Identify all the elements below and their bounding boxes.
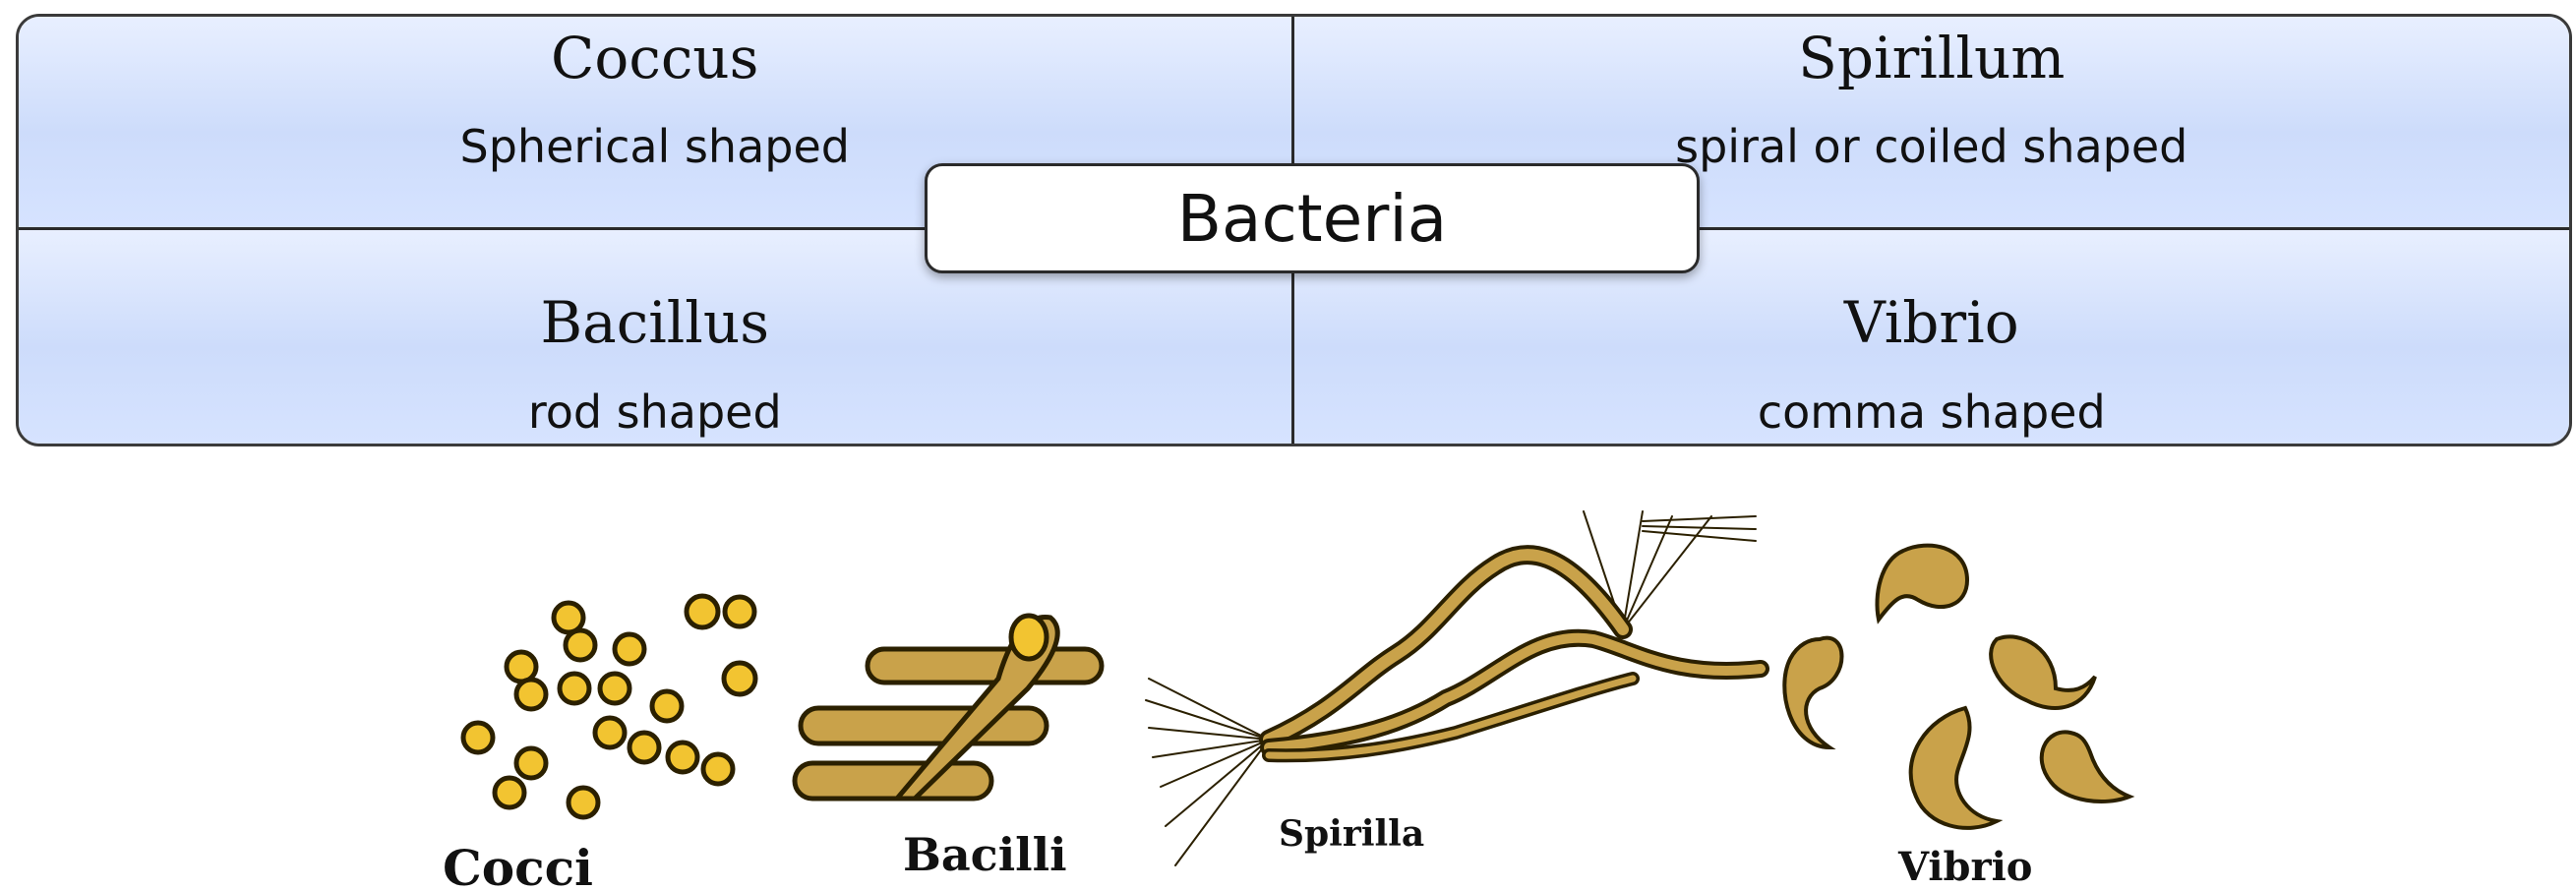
bacilli-illustration bbox=[795, 616, 1102, 799]
spirilla-label: Spirilla bbox=[1279, 813, 1424, 855]
cocci-illustration bbox=[463, 596, 755, 817]
spirilla-illustration bbox=[1146, 511, 1761, 865]
cocci-label: Cocci bbox=[443, 839, 593, 891]
vibrio-illustration bbox=[1784, 546, 2129, 828]
bacilli-label: Bacilli bbox=[903, 828, 1067, 881]
vibrio-label: Vibrio bbox=[1897, 844, 2032, 890]
